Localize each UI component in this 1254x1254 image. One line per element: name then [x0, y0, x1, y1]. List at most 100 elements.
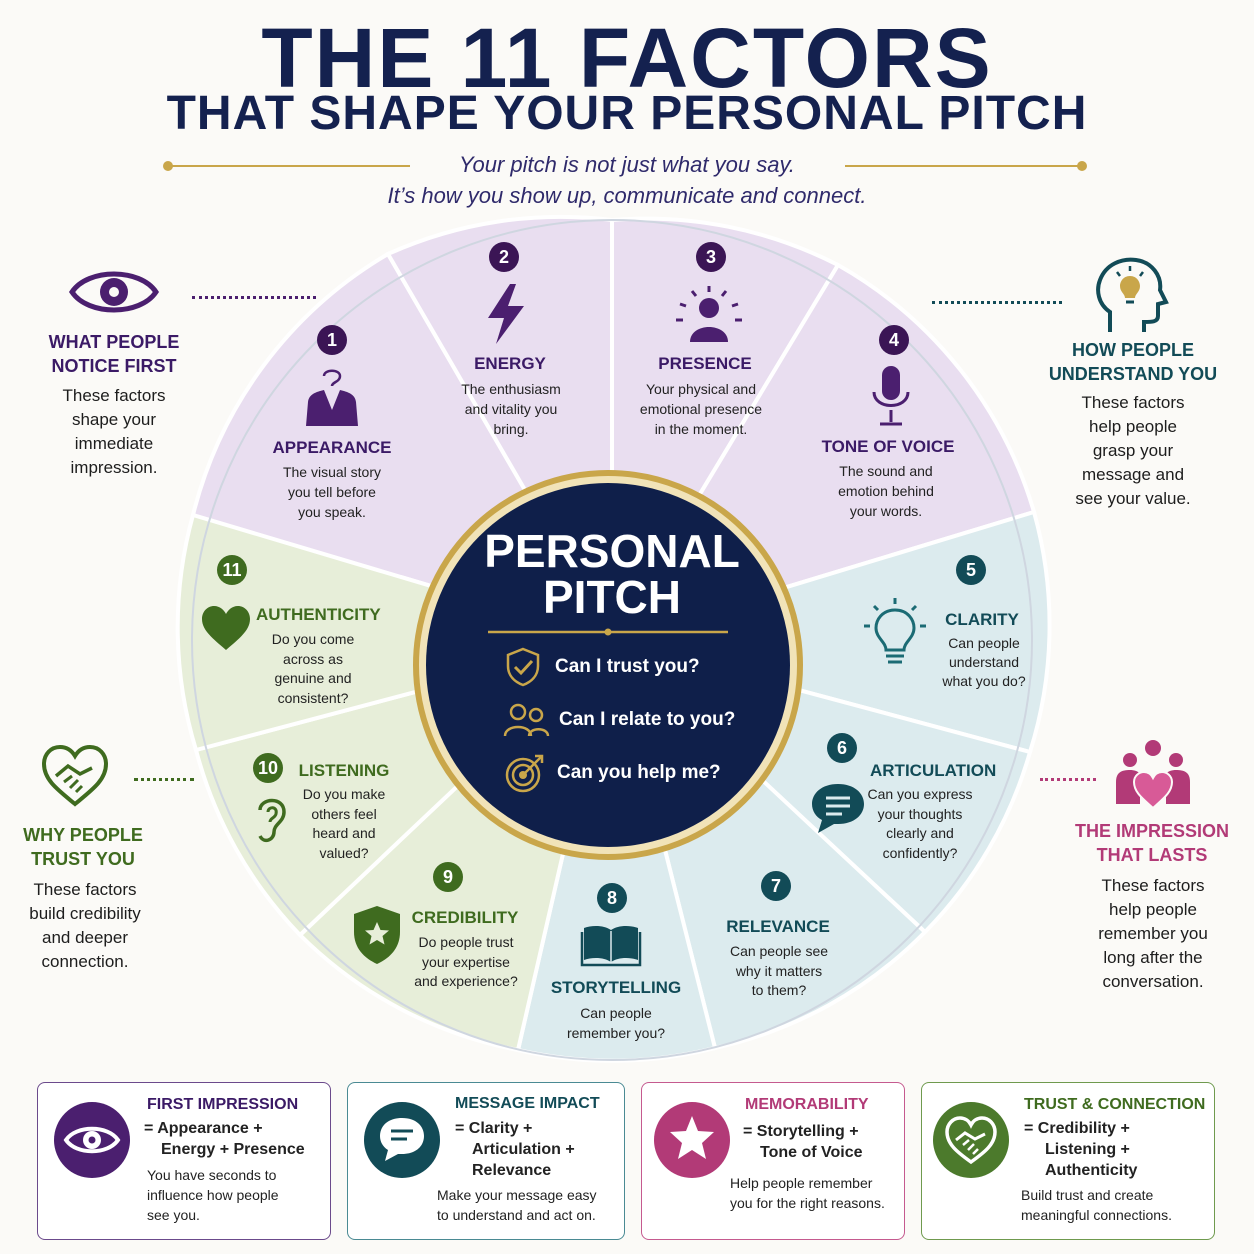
- side-lasts-desc-4: long after the: [1103, 948, 1203, 967]
- card-trust-connection-formula-2: Listening +: [1045, 1141, 1130, 1158]
- presence-person-icon: [676, 286, 742, 342]
- side-understand-title: HOW PEOPLE UNDERSTAND YOU: [1040, 338, 1226, 386]
- factor-2-desc-3: bring.: [493, 421, 529, 437]
- card-trust-connection-formula: = Credibility + Listening + Authenticity: [1024, 1118, 1137, 1181]
- factor-4-desc-2: emotion behind: [838, 483, 934, 499]
- center-title: PERSONAL PITCH: [458, 528, 766, 620]
- factor-5-title: CLARITY: [945, 610, 1019, 629]
- lightning-icon: [488, 284, 524, 344]
- speech-bubble-icon: [380, 1118, 424, 1161]
- factor-11-desc-2: across as: [283, 650, 343, 667]
- gold-dot-left: [163, 161, 173, 171]
- open-book-icon: [580, 925, 642, 967]
- connector-lasts: [1040, 778, 1096, 781]
- card-trust-connection-formula-3: Authenticity: [1045, 1162, 1138, 1179]
- eye-icon: [63, 1126, 121, 1154]
- card-message-impact-formula-2: Articulation +: [472, 1141, 575, 1158]
- factor-4-desc-1: The sound and: [839, 463, 933, 479]
- side-trust-desc-4: connection.: [41, 952, 129, 971]
- factor-7-number: 7: [761, 871, 791, 901]
- target-icon: [505, 754, 544, 793]
- factor-10-desc-4: valued?: [319, 844, 369, 861]
- factor-8-desc-2: remember you?: [566, 1025, 666, 1041]
- page-title: THE 11 FACTORS: [261, 11, 993, 105]
- card-first-impression-desc: You have seconds to influence how people…: [147, 1165, 279, 1225]
- factor-1-title: APPEARANCE: [272, 438, 392, 457]
- side-notice-desc-3: immediate: [74, 434, 154, 453]
- side-understand-desc-5: see your value.: [1075, 489, 1191, 508]
- factor-7-title: RELEVANCE: [726, 917, 830, 936]
- head-lightbulb-icon: [1096, 257, 1169, 332]
- factor-6-title: ARTICULATION: [870, 761, 997, 780]
- card-memorability-desc-2: you for the right reasons.: [730, 1195, 885, 1211]
- factor-1-number: 1: [317, 325, 347, 355]
- page-subtitle: THAT SHAPE YOUR PERSONAL PITCH: [166, 87, 1088, 140]
- speech-bubble-icon: [812, 784, 864, 833]
- heart-icon: [202, 606, 250, 650]
- factor-10-desc-2: others feel: [311, 805, 377, 822]
- factor-5-number: 5: [956, 555, 986, 585]
- factor-8-desc: Can people remember you?: [548, 1003, 684, 1043]
- card-first-impression-formula: = Appearance + Energy + Presence: [144, 1118, 305, 1160]
- card-memorability-formula-2: Tone of Voice: [760, 1144, 863, 1161]
- factor-9-title: CREDIBILITY: [411, 908, 519, 927]
- factor-6-number: 6: [827, 733, 857, 763]
- segment-clarity: [604, 509, 1052, 755]
- segment-authenticity: [175, 512, 620, 753]
- factor-10-desc-3: heard and: [312, 825, 376, 841]
- factor-8-desc-1: Can people: [580, 1005, 652, 1021]
- factor-3-desc-3: in the moment.: [654, 421, 748, 437]
- side-notice-desc: These factors shape your immediate impre…: [34, 384, 194, 480]
- card-memorability-desc: Help people remember you for the right r…: [730, 1173, 885, 1213]
- card-first-impression-formula-2: Energy + Presence: [161, 1141, 305, 1158]
- side-understand-title-1: HOW PEOPLE: [1071, 340, 1194, 360]
- connector-trust: [134, 778, 194, 781]
- side-notice-title: WHAT PEOPLE NOTICE FIRST: [24, 330, 204, 378]
- side-lasts-desc-5: conversation.: [1102, 972, 1204, 991]
- card-trust-connection-title: TRUST & CONNECTION: [1024, 1096, 1206, 1113]
- card-trust-connection-formula-1: = Credibility +: [1024, 1120, 1130, 1137]
- factor-4-title: TONE OF VOICE: [821, 437, 955, 456]
- ear-icon: [258, 798, 286, 843]
- factor-11-desc-4: consistent?: [277, 689, 349, 706]
- card-message-impact-desc: Make your message easy to understand and…: [437, 1185, 597, 1225]
- factor-2-desc-1: The enthusiasm: [461, 381, 561, 397]
- factor-11-desc-3: genuine and: [274, 670, 352, 686]
- factor-7-desc-3: to them?: [751, 982, 807, 998]
- factor-9-desc: Do people trust your expertise and exper…: [404, 933, 528, 992]
- card-message-impact-formula-1: = Clarity +: [455, 1120, 533, 1137]
- people-icon: [503, 703, 550, 737]
- center-question-trust: Can I trust you?: [555, 656, 700, 677]
- factor-7-desc-2: why it matters: [735, 962, 823, 979]
- card-first-impression-formula-1: = Appearance +: [144, 1120, 263, 1137]
- card-trust-connection-desc-1: Build trust and create: [1021, 1187, 1154, 1203]
- gold-line-left: [170, 165, 410, 167]
- side-trust-title-1: WHY PEOPLE: [23, 825, 143, 845]
- factor-3-number: 3: [696, 242, 726, 272]
- factor-1-desc-2: you tell before: [288, 484, 376, 500]
- factor-2-number: 2: [489, 242, 519, 272]
- factor-8-title: STORYTELLING: [550, 978, 682, 997]
- microphone-icon: [872, 366, 910, 426]
- factor-10-desc-1: Do you make: [302, 786, 386, 802]
- side-understand-desc-1: These factors: [1081, 393, 1185, 412]
- factor-2-desc: The enthusiasm and vitality you bring.: [432, 379, 590, 439]
- factor-8-number: 8: [597, 883, 627, 913]
- factor-3-desc: Your physical and emotional presence in …: [620, 379, 782, 439]
- factor-3-desc-1: Your physical and: [645, 381, 756, 397]
- factor-6-desc-1: Can you express: [867, 786, 973, 802]
- side-notice-title-1: WHAT PEOPLE: [48, 332, 180, 352]
- card-first-impression-desc-1: You have seconds to: [147, 1167, 277, 1183]
- heart-handshake-icon: [945, 1116, 997, 1165]
- side-lasts-desc-1: These factors: [1101, 876, 1205, 895]
- side-lasts-title-2: THAT LASTS: [1096, 845, 1208, 865]
- side-notice-desc-1: These factors: [62, 386, 166, 405]
- side-understand-desc-3: grasp your: [1092, 441, 1174, 460]
- lightbulb-icon: [864, 598, 926, 664]
- factor-1-desc-3: you speak.: [298, 504, 366, 520]
- side-trust-desc-3: and deeper: [41, 928, 129, 947]
- factor-11-desc: Do you come across as genuine and consis…: [256, 630, 370, 708]
- connector-understand: [932, 301, 1062, 304]
- factor-6-desc: Can you express your thoughts clearly an…: [860, 785, 980, 863]
- factor-9-number: 9: [433, 862, 463, 892]
